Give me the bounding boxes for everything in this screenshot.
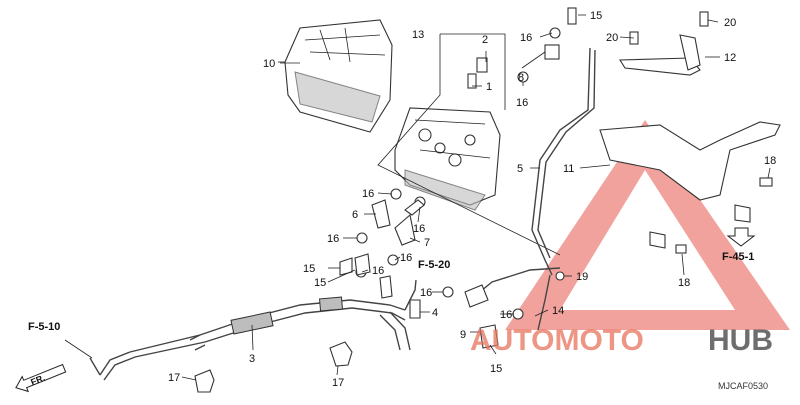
figure-references: F-5-10 F-5-20 F-45-1 FR.: [15, 227, 756, 393]
callout-4: 4: [432, 307, 438, 319]
callout-10: 10: [263, 58, 275, 70]
arrow-left-icon: [15, 363, 67, 393]
drawing-code: MJCAF0530: [718, 381, 768, 391]
callout-12: 12: [724, 52, 736, 64]
callout-15-left-upper: 15: [303, 263, 315, 275]
callout-15-bottom: 15: [490, 363, 502, 375]
callout-16-right2: 16: [500, 309, 512, 321]
callout-16-left5: 16: [372, 265, 384, 277]
abs-cover-part: [284, 19, 393, 133]
callout-2: 2: [482, 34, 488, 46]
callout-15-left-lower: 15: [314, 277, 326, 289]
callout-8: 8: [518, 72, 524, 84]
callout-numbers: 1 2 3 4 5 6 7 8 9 10 11 12 13 14 15 15 1…: [168, 10, 776, 389]
callout-11: 11: [563, 163, 574, 175]
callout-16-left1: 16: [362, 188, 374, 200]
callout-19: 19: [576, 271, 588, 283]
fittings: [194, 7, 773, 393]
callout-16-top: 16: [520, 32, 532, 44]
callout-16-right1: 16: [420, 287, 432, 299]
front-direction-arrow: FR.: [15, 363, 67, 393]
callout-17-left: 17: [168, 372, 180, 384]
watermark-text-b: HUB: [708, 324, 773, 357]
ref-f-5-20: F-5-20: [418, 259, 450, 271]
down-arrow-icon: [726, 227, 756, 247]
callout-16-mid: 16: [516, 97, 528, 109]
callout-1: 1: [486, 81, 492, 93]
watermark-logo: [505, 120, 790, 330]
brake-pipes: [89, 47, 596, 381]
callout-16-left2: 16: [413, 223, 425, 235]
callout-14: 14: [552, 305, 564, 317]
bracket-assembly: [599, 34, 781, 223]
leader-lines: [64, 14, 771, 381]
callout-5: 5: [517, 163, 523, 175]
callout-17-right: 17: [332, 377, 344, 389]
ref-f-45-1: F-45-1: [722, 251, 754, 263]
callout-13: 13: [412, 29, 424, 41]
callout-6: 6: [352, 209, 358, 221]
callout-15-top: 15: [590, 10, 602, 22]
callout-3: 3: [249, 353, 255, 365]
callout-20-right: 20: [724, 17, 736, 29]
group-bracket-13: [377, 33, 561, 256]
ref-f-5-10: F-5-10: [28, 321, 60, 333]
callout-16-left3: 16: [327, 233, 339, 245]
callout-16-left4: 16: [400, 252, 412, 264]
callout-20-left: 20: [606, 32, 618, 44]
abs-modulator-part: [394, 107, 501, 211]
callout-9: 9: [460, 329, 466, 341]
watermark-text-a: AUTOMOTO: [470, 324, 644, 357]
callout-18-lower: 18: [678, 277, 690, 289]
watermark-text: AUTOMOTO HUB: [470, 324, 773, 357]
callout-18-upper: 18: [764, 155, 776, 167]
callout-7: 7: [424, 237, 430, 249]
